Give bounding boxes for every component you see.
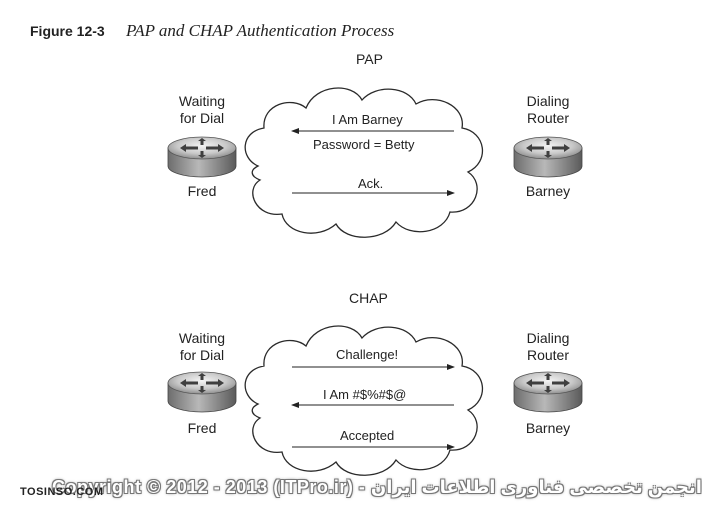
pap-right-name: Barney [525,183,571,199]
router-icon [167,371,237,413]
pap-title: PAP [356,51,383,67]
chap-left-name: Fred [187,420,217,436]
chap-right-role: Dialing Router [526,330,570,363]
chap-message: I Am #$%#$@ [323,387,407,402]
chap-title: CHAP [349,290,388,306]
pap-message: I Am Barney [332,112,403,127]
router-icon [167,136,237,178]
pap-right-role: Dialing Router [526,93,570,126]
pap-left-name: Fred [187,183,217,199]
pap-cloud-shape [244,87,484,238]
pap-message: Ack. [358,176,384,191]
figure-title: PAP and CHAP Authentication Process [126,21,395,40]
router-icon [513,371,583,413]
figure-label: Figure 12-3 [30,23,105,39]
pap-message: Password = Betty [313,137,415,152]
chap-message: Challenge! [336,347,399,362]
pap-left-role: Waiting for Dial [178,93,226,126]
chap-left-role: Waiting for Dial [178,330,226,363]
chap-message: Accepted [340,428,395,443]
copyright-watermark: Copyright © 2012 - 2013 (ITPro.ir) - انج… [52,477,702,497]
site-label: TOSINSO.COM [20,486,104,498]
chap-right-name: Barney [525,420,571,436]
router-icon [513,136,583,178]
